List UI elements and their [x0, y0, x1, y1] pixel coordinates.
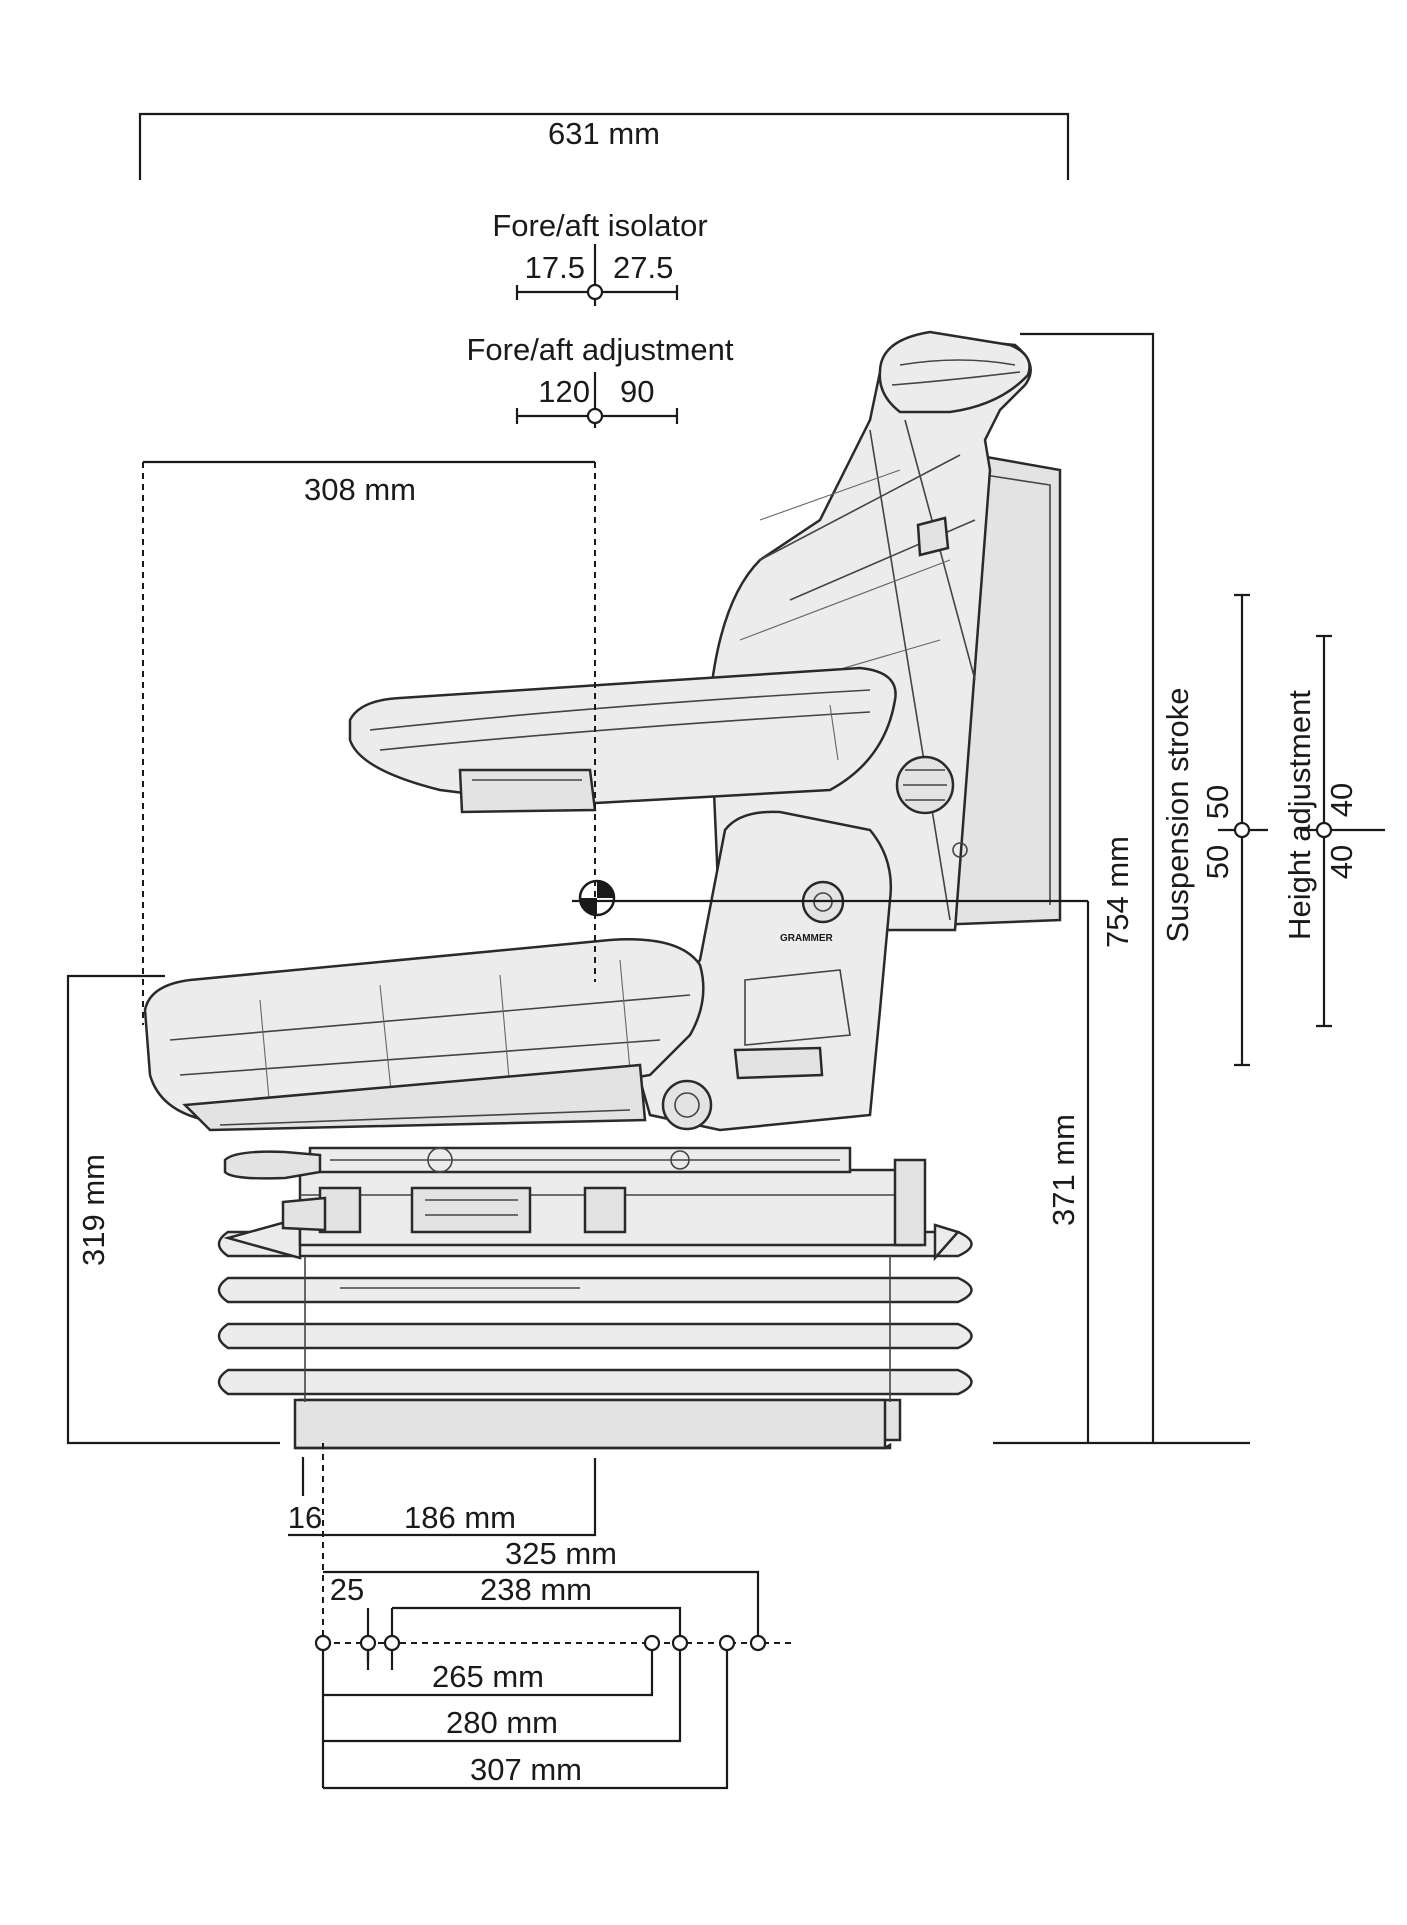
isolator-front-value: 27.5 — [613, 250, 673, 285]
cushion-height-bracket — [66, 974, 280, 1445]
overall-height-line — [1020, 332, 1155, 1443]
sip-height-label: 371 mm — [1046, 1114, 1081, 1226]
dimension-labels: 631 mm Fore/aft isolator 17.5 27.5 Fore/… — [76, 116, 1359, 1787]
slide-rails — [223, 1146, 852, 1180]
dim-265-line — [323, 1650, 654, 1697]
height-up-value: 40 — [1324, 783, 1359, 817]
dim-25-label: 25 — [330, 1572, 364, 1607]
seat-depth-label: 308 mm — [304, 472, 416, 507]
suspension-housing — [281, 1158, 927, 1247]
adjustment-title: Fore/aft adjustment — [466, 332, 733, 367]
dim-238-label: 238 mm — [480, 1572, 592, 1607]
overall-height-label: 754 mm — [1100, 836, 1135, 948]
overall-width-bracket — [138, 112, 1070, 180]
dim-307-line — [323, 1650, 729, 1790]
dim-325-line — [323, 1570, 760, 1643]
isolator-title: Fore/aft isolator — [492, 208, 707, 243]
dim-265-label: 265 mm — [432, 1659, 544, 1694]
dim-280-label: 280 mm — [446, 1705, 558, 1740]
suspension-down-value: 50 — [1200, 845, 1235, 879]
adjustment-back-value: 120 — [538, 374, 590, 409]
seat-cushion — [143, 938, 705, 1132]
armrest — [348, 666, 897, 814]
dim-186-line — [288, 1458, 597, 1537]
dim-325-label: 325 mm — [505, 1536, 617, 1571]
adjustment-front-value: 90 — [620, 374, 654, 409]
seat-illustration: GRAMMER — [143, 330, 1062, 1450]
cushion-height-label: 319 mm — [76, 1154, 111, 1266]
dim-307-label: 307 mm — [470, 1752, 582, 1787]
suspension-stroke-title: Suspension stroke — [1160, 687, 1195, 942]
suspension-up-value: 50 — [1200, 785, 1235, 819]
dim-280-line — [323, 1650, 682, 1743]
overall-width-label: 631 mm — [548, 116, 660, 151]
dim-186-label: 186 mm — [404, 1500, 516, 1535]
isolator-back-value: 17.5 — [525, 250, 585, 285]
small-hole-ticks — [366, 1650, 394, 1670]
dimension-lines — [66, 112, 1385, 1790]
suspension-bellows — [217, 1216, 973, 1450]
seat-index-point-symbol — [578, 879, 616, 917]
offset-16-label: 16 — [288, 1500, 322, 1535]
dim-238-line — [390, 1606, 682, 1643]
brand-logo-text: GRAMMER — [780, 933, 834, 944]
height-adjustment-title: Height adjustment — [1282, 690, 1317, 940]
height-down-value: 40 — [1324, 845, 1359, 879]
